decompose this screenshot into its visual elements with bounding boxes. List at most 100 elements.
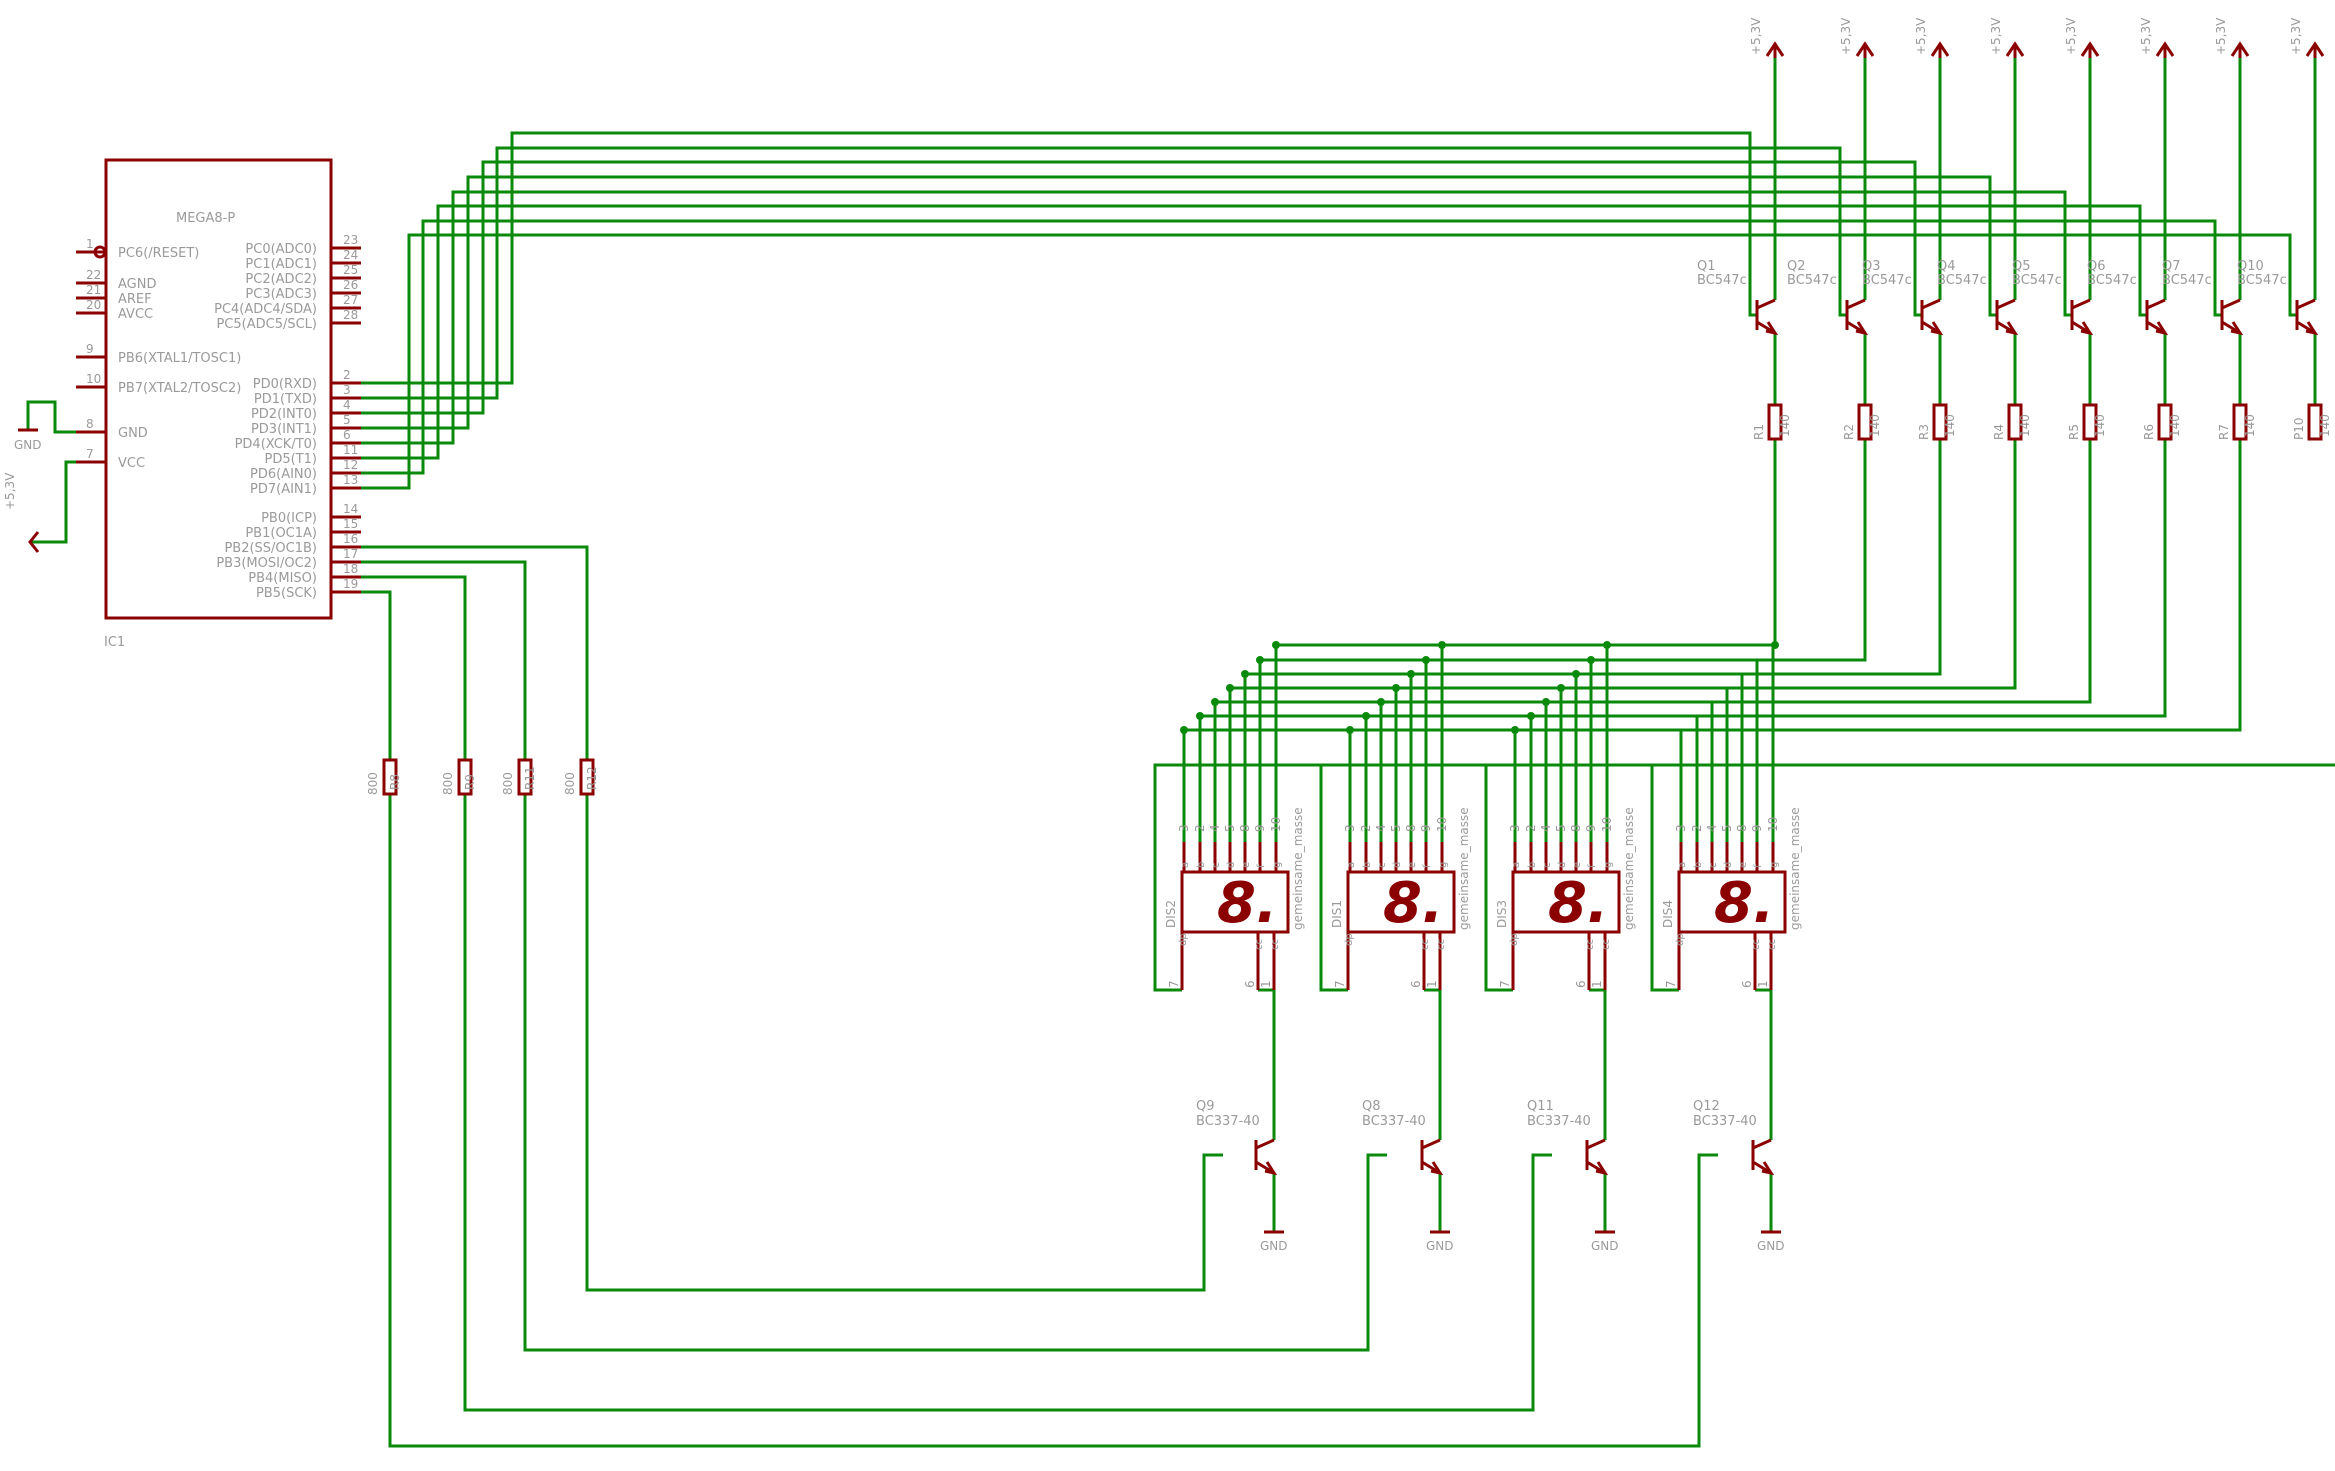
ic-pin-number: 10 xyxy=(86,372,101,386)
ic-pin-label: PC5(ADC5/SCL) xyxy=(216,317,317,332)
segment-driver-q2 xyxy=(1845,41,1875,441)
segment-bus xyxy=(1215,440,2092,704)
ic-pin-label: PC2(ADC2) xyxy=(245,272,317,287)
ic-pin-number: 3 xyxy=(343,383,351,397)
display-pin-inner-label: c xyxy=(1542,863,1553,869)
resistor-ref-label: P10 xyxy=(2292,417,2306,440)
transistor-collector xyxy=(1255,1138,1275,1150)
display-pin-inner-label: c xyxy=(1211,863,1222,869)
display-pin-inner-label: g xyxy=(1272,862,1283,868)
display-dis3 xyxy=(1511,870,1621,1234)
ic-pin-label: PD2(INT0) xyxy=(251,407,317,422)
components xyxy=(18,41,2325,1234)
base-resistor-r11 xyxy=(517,758,533,796)
base-resistor-r9 xyxy=(457,758,473,796)
display-pin-inner-label: f xyxy=(1753,864,1764,868)
display-pin-number: 1 xyxy=(1590,980,1604,988)
resistor-r5 xyxy=(2082,403,2098,441)
transistor-type-label: BC337-40 xyxy=(1196,1114,1260,1129)
display-pin-inner-label: g xyxy=(1603,862,1614,868)
display-pin-inner-label: e xyxy=(1241,862,1252,868)
display-pin-number: 5 xyxy=(1223,824,1237,832)
portb-wire xyxy=(361,590,392,760)
wires xyxy=(26,58,2335,1448)
ic-pin-label: PB4(MISO) xyxy=(248,571,317,586)
vcc-arrow xyxy=(28,531,40,553)
resistor-value-label: 140 xyxy=(2243,414,2257,437)
display-body xyxy=(1180,870,1290,934)
segment-driver-q7 xyxy=(2220,41,2250,441)
resistor-ref-label: R3 xyxy=(1917,424,1931,440)
resistor-ref-label: R7 xyxy=(2217,424,2231,440)
ic-pin-number: 26 xyxy=(343,278,358,292)
display-body xyxy=(1346,870,1456,934)
transistor-arrow xyxy=(1430,1161,1444,1176)
segment-bus xyxy=(1230,440,2017,690)
display-pin-number: 6 xyxy=(1243,980,1257,988)
display-pin-inner-label: g xyxy=(1769,862,1780,868)
vcc-label: +5,3V xyxy=(1989,17,2003,55)
vcc-label: +5,3V xyxy=(2139,17,2153,55)
transistor-arrow xyxy=(2230,321,2244,336)
vcc-label: +5,3V xyxy=(3,472,17,510)
transistor-type-label: BC547c xyxy=(2087,273,2137,288)
display-pin-inner-label: c xyxy=(1377,863,1388,869)
resistor-p10 xyxy=(2307,403,2323,441)
display-pin-inner-label: dp xyxy=(1178,933,1189,946)
resistor-r4 xyxy=(2007,403,2023,441)
resistor-ref-label: R5 xyxy=(2067,424,2081,440)
transistor-type-label: BC547c xyxy=(1697,273,1747,288)
segment-driver-q4 xyxy=(1995,41,2025,441)
display-pin-number: 6 xyxy=(1574,980,1588,988)
display-dis1 xyxy=(1346,870,1456,1234)
transistor-collector xyxy=(1921,298,1941,310)
display-pin-number: 5 xyxy=(1720,824,1734,832)
resistor-ref-label: R2 xyxy=(1842,424,1856,440)
display-pin-inner-label: g xyxy=(1438,862,1449,868)
display-common-label: gemeinsame_masse xyxy=(1291,807,1305,930)
ic-pin-number: 21 xyxy=(86,283,101,297)
vcc-wire xyxy=(30,460,76,544)
transistor-type-label: BC337-40 xyxy=(1527,1114,1591,1129)
portd-wire xyxy=(361,219,2222,475)
portb-wire xyxy=(361,545,589,760)
display-pin-number: 1 xyxy=(1425,980,1439,988)
ic-pin-label: PB3(MOSI/OC2) xyxy=(216,556,317,571)
display-common-label: gemeinsame_masse xyxy=(1788,807,1802,930)
display-ref-label: DIS2 xyxy=(1164,900,1178,928)
labels: MEGA8-PIC11PC6(/RESET)22AGND21AREF20AVCC… xyxy=(3,17,2332,1253)
ic-pin-number: 22 xyxy=(86,268,101,282)
gnd-label: GND xyxy=(14,438,42,452)
ic-pin-number: 20 xyxy=(86,298,101,312)
transistor-type-label: BC547c xyxy=(1787,273,1837,288)
base-resistor-r12 xyxy=(579,758,595,796)
display-pin-number: 7 xyxy=(1333,980,1347,988)
ic-pin-label: PC0(ADC0) xyxy=(245,242,317,257)
resistor-r6 xyxy=(2157,403,2173,441)
transistor-arrow xyxy=(1264,1161,1278,1176)
seven-segment-digit: 8. xyxy=(1714,871,1774,936)
display-pin-inner-label: cc xyxy=(1420,939,1431,950)
transistor-type-label: BC547c xyxy=(2162,273,2212,288)
transistor-collector xyxy=(1996,298,2016,310)
display-pin-inner-label: b xyxy=(1527,862,1538,868)
gnd-label: GND xyxy=(1426,1239,1454,1253)
transistor-type-label: BC547c xyxy=(2012,273,2062,288)
transistor-collector xyxy=(1756,298,1776,310)
base-drive-wire xyxy=(585,794,1223,1292)
reset-bubble xyxy=(93,245,107,259)
display-pin-inner-label: c xyxy=(1708,863,1719,869)
display-pin-inner-label: e xyxy=(1572,862,1583,868)
ic-pin-number: 12 xyxy=(343,458,358,472)
transistor-arrow xyxy=(2080,321,2094,336)
transistor-ref-label: Q9 xyxy=(1196,1099,1215,1114)
display-pin-number: 4 xyxy=(1208,824,1222,832)
display-pin-number: 4 xyxy=(1539,824,1553,832)
transistor-ref-label: Q4 xyxy=(1937,259,1956,274)
display-pin-inner-label: e xyxy=(1407,862,1418,868)
ic-pin-label: PD6(AIN0) xyxy=(250,467,317,482)
ic-pin-number: 1 xyxy=(86,237,94,251)
display-pin-inner-label: b xyxy=(1362,862,1373,868)
vcc-label: +5,3V xyxy=(1839,17,1853,55)
